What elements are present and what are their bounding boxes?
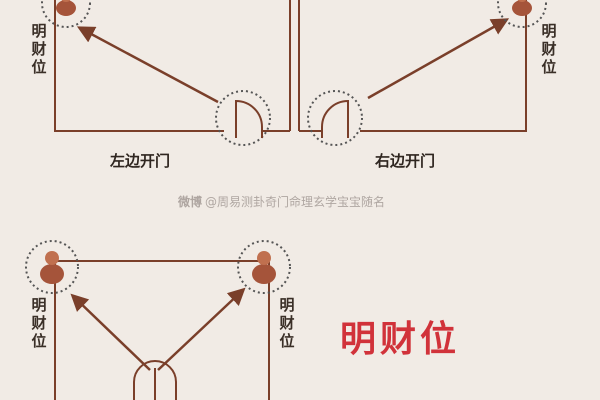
- room-left-door: [41, 0, 291, 146]
- wealth-position-label-bottom-left: 明财位: [31, 296, 47, 350]
- wealth-statue-icon: [237, 240, 291, 294]
- page-title: 明财位: [340, 319, 461, 360]
- door-arc-icon: [307, 90, 363, 146]
- caption-left-door: 左边开门: [110, 152, 171, 170]
- watermark: 微博@周易测卦奇门命理玄学宝宝随名: [178, 193, 385, 210]
- room-middle-door: [25, 240, 291, 400]
- arrow-icon: [70, 293, 151, 371]
- watermark-text: @周易测卦奇门命理玄学宝宝随名: [205, 195, 386, 209]
- wealth-statue-icon: [25, 240, 79, 294]
- wealth-position-label-bottom-right: 明财位: [279, 296, 295, 350]
- room-right-door: [298, 0, 547, 146]
- arrow-icon: [367, 18, 510, 100]
- wealth-statue-icon: [497, 0, 547, 28]
- arrow-icon: [157, 287, 246, 371]
- arrow-icon: [76, 26, 219, 104]
- weibo-logo-icon: 微博: [178, 195, 203, 209]
- wealth-position-label-top-right: 明财位: [541, 22, 557, 76]
- wealth-statue-icon: [41, 0, 91, 28]
- door-arc-icon: [215, 90, 271, 146]
- door-arc-icon: [133, 360, 177, 400]
- wealth-position-label-top-left: 明财位: [31, 22, 47, 76]
- caption-right-door: 右边开门: [375, 152, 436, 170]
